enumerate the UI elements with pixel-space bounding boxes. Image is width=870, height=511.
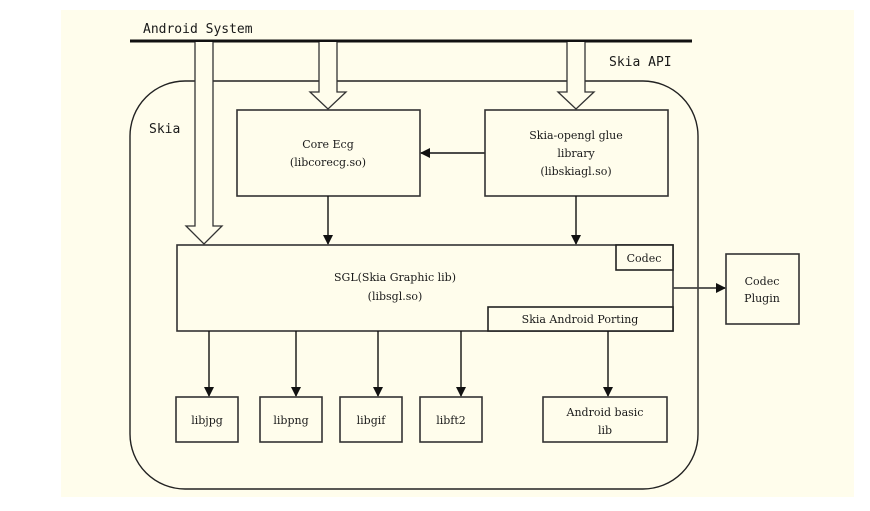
libgif-box[interactable]: [339, 396, 403, 443]
sgl-lib: (libsgl.so): [368, 290, 423, 303]
codec-plugin-sub: Plugin: [744, 292, 780, 305]
sgl-name: SGL(Skia Graphic lib): [334, 271, 456, 284]
skia-container: [129, 80, 699, 490]
hollow-arrow-to-sgl: [184, 42, 224, 245]
glue-library-sub: library: [557, 147, 595, 160]
libpng-box[interactable]: [259, 396, 323, 443]
porting-box[interactable]: [487, 306, 674, 332]
hollow-arrow-to-glue: [556, 42, 596, 110]
android-system-label: Android System: [143, 22, 253, 37]
android-basic-lib-name: Android basic: [566, 406, 644, 419]
libft2-box[interactable]: [419, 396, 483, 443]
libft2-label: libft2: [436, 414, 466, 427]
libgif-label: libgif: [357, 414, 387, 427]
skia-api-label: Skia API: [609, 55, 672, 70]
core-ecg-box[interactable]: [236, 109, 421, 197]
libpng-label: libpng: [273, 414, 308, 427]
porting-label: Skia Android Porting: [522, 313, 639, 326]
libjpg-label: libjpg: [191, 414, 223, 427]
libjpg-box[interactable]: [175, 396, 239, 443]
glue-library-lib: (libskiagl.so): [540, 165, 611, 178]
codec-label: Codec: [627, 252, 662, 265]
glue-library-box[interactable]: [484, 109, 669, 197]
android-basic-lib-box[interactable]: [542, 396, 668, 443]
core-ecg-name: Core Ecg: [302, 138, 354, 151]
codec-plugin-name: Codec: [745, 275, 780, 288]
hollow-arrow-to-core-ecg: [308, 42, 348, 110]
android-basic-lib-sub: lib: [598, 424, 612, 437]
skia-container-label: Skia: [149, 122, 180, 137]
codec-box[interactable]: [615, 244, 674, 271]
core-ecg-lib: (libcorecg.so): [290, 156, 366, 169]
codec-plugin-box[interactable]: [725, 253, 800, 325]
glue-library-name: Skia-opengl glue: [529, 129, 622, 142]
